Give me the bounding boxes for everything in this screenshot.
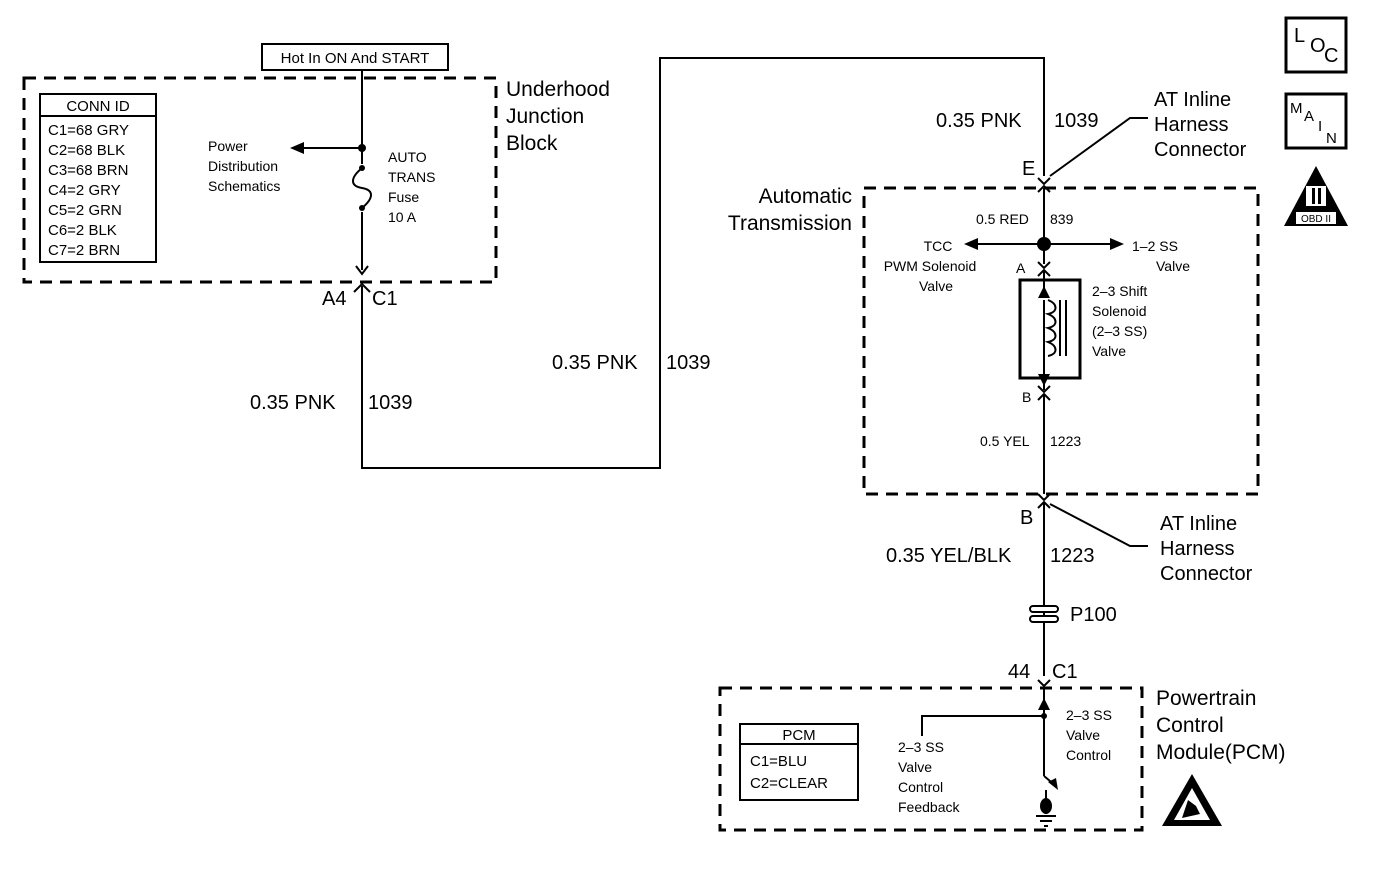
arrow-left-icon [964, 238, 978, 250]
inline-connector-top-label: Connector [1154, 139, 1247, 161]
power-dist-label: Distribution [208, 158, 278, 174]
wire-circuit-left: 1039 [368, 392, 413, 414]
fuse-label: TRANS [388, 169, 435, 185]
power-dist-label: Schematics [208, 178, 280, 194]
arrow-up-icon [1038, 698, 1050, 710]
svg-text:O: O [1310, 35, 1326, 57]
underhood-title: Junction [506, 105, 584, 128]
inline-connector-top-label: AT Inline [1154, 89, 1231, 111]
inline-connector-bottom-label: AT Inline [1160, 513, 1237, 535]
underhood-junction-block [22, 76, 498, 284]
pcm-pin-label: 44 [1008, 661, 1030, 683]
pin-a-label: A [1016, 260, 1026, 276]
feedback-label: Control [898, 779, 943, 795]
splice-label: P100 [1070, 604, 1117, 626]
inline-connector-top-pin: E [1022, 158, 1035, 180]
tcc-label: Valve [919, 278, 953, 294]
svg-text:C: C [1324, 45, 1338, 67]
conn-id-row: C1=68 GRY [48, 122, 129, 139]
solenoid-label: 2–3 Shift [1092, 283, 1147, 299]
svg-text:A: A [1304, 108, 1314, 125]
svg-text:OBD II: OBD II [1301, 214, 1331, 225]
yel-blk-wire-label: 0.35 YEL/BLK [886, 545, 1012, 567]
pin-b-label: B [1022, 389, 1031, 405]
conn-id-header: CONN ID [66, 98, 130, 115]
switch-icon [1040, 775, 1058, 814]
conn-id-row: C3=68 BRN [48, 162, 128, 179]
inline-connector-bottom-label: Connector [1160, 563, 1253, 585]
solenoid-icon [1018, 270, 1082, 390]
fuse-label: 10 A [388, 209, 417, 225]
pcm-id-row: C2=CLEAR [750, 775, 828, 792]
pcm-id-table: PCM C1=BLU C2=CLEAR [739, 723, 859, 801]
wire-circuit-top-right: 1039 [1054, 110, 1099, 132]
tcc-label: TCC [924, 238, 953, 254]
pcm-title: Control [1156, 714, 1224, 737]
pcm-id-row: C1=BLU [750, 753, 807, 770]
connector-right-label: C1 [372, 288, 398, 310]
tcc-label: PWM Solenoid [884, 258, 977, 274]
pcm-id-header: PCM [782, 727, 815, 744]
wire-label-top-right: 0.35 PNK [936, 110, 1022, 132]
red-wire-label: 0.5 RED [976, 211, 1029, 227]
underhood-title: Block [506, 132, 558, 155]
wire-label-middle: 0.35 PNK [552, 352, 638, 374]
svg-text:N: N [1326, 130, 1337, 147]
inline-connector-bottom-label: Harness [1160, 538, 1234, 560]
feedback-label: Valve [898, 759, 932, 775]
pcm-conn-label: C1 [1052, 661, 1078, 683]
wire-circuit-middle: 1039 [666, 352, 711, 374]
inline-connector-bottom-pin: B [1020, 507, 1033, 529]
red-wire-circuit: 839 [1050, 211, 1074, 227]
fuse-label: AUTO [388, 149, 427, 165]
ground-icon [1036, 815, 1056, 827]
hot-label: Hot In ON And START [281, 50, 430, 67]
conn-id-row: C5=2 GRN [48, 202, 122, 219]
splice-icon [1029, 605, 1059, 623]
feedback-label: Feedback [898, 799, 960, 815]
solenoid-label: (2–3 SS) [1092, 323, 1147, 339]
obd-badge: OBD II [1284, 166, 1348, 226]
underhood-title: Underhood [506, 78, 610, 101]
conn-id-row: C2=68 BLK [48, 142, 125, 159]
yel-wire-label: 0.5 YEL [980, 433, 1030, 449]
valve-control-label: Valve [1066, 727, 1100, 743]
conn-id-table: CONN ID C1=68 GRY C2=68 BLK C3=68 BRN C4… [39, 93, 157, 263]
conn-id-row: C7=2 BRN [48, 242, 120, 259]
arrow-right-icon [1110, 238, 1124, 250]
fuse-label: Fuse [388, 189, 419, 205]
pcm-block [718, 686, 1144, 832]
transmission-block [862, 186, 1260, 496]
esd-warning-icon [1162, 774, 1222, 826]
main-badge: M A I N [1284, 92, 1348, 150]
feedback-label: 2–3 SS [898, 739, 944, 755]
wire-label-left: 0.35 PNK [250, 392, 336, 414]
valve-control-label: Control [1066, 747, 1111, 763]
inline-connector-top-label: Harness [1154, 114, 1228, 136]
arrow-left-icon [290, 142, 304, 154]
valve-control-label: 2–3 SS [1066, 707, 1112, 723]
power-dist-label: Power [208, 138, 248, 154]
connector-icon [353, 282, 371, 293]
pcm-title: Powertrain [1156, 687, 1256, 710]
hot-label-box [261, 43, 449, 71]
pcm-title: Module(PCM) [1156, 741, 1286, 764]
svg-text:I: I [1318, 118, 1322, 135]
ss12-label: 1–2 SS [1132, 238, 1178, 254]
ss12-label: Valve [1156, 258, 1190, 274]
conn-id-row: C4=2 GRY [48, 182, 121, 199]
fuse-icon [352, 164, 372, 212]
solenoid-label: Solenoid [1092, 303, 1147, 319]
connector-left-label: A4 [322, 288, 346, 310]
loc-badge: L O C [1284, 16, 1348, 74]
yel-blk-wire-circuit: 1223 [1050, 545, 1095, 567]
solenoid-label: Valve [1092, 343, 1126, 359]
svg-text:L: L [1294, 25, 1305, 47]
svg-text:M: M [1290, 100, 1303, 117]
conn-id-row: C6=2 BLK [48, 222, 117, 239]
yel-wire-circuit: 1223 [1050, 433, 1081, 449]
transmission-title: Automatic [759, 185, 852, 208]
transmission-title: Transmission [728, 212, 852, 235]
